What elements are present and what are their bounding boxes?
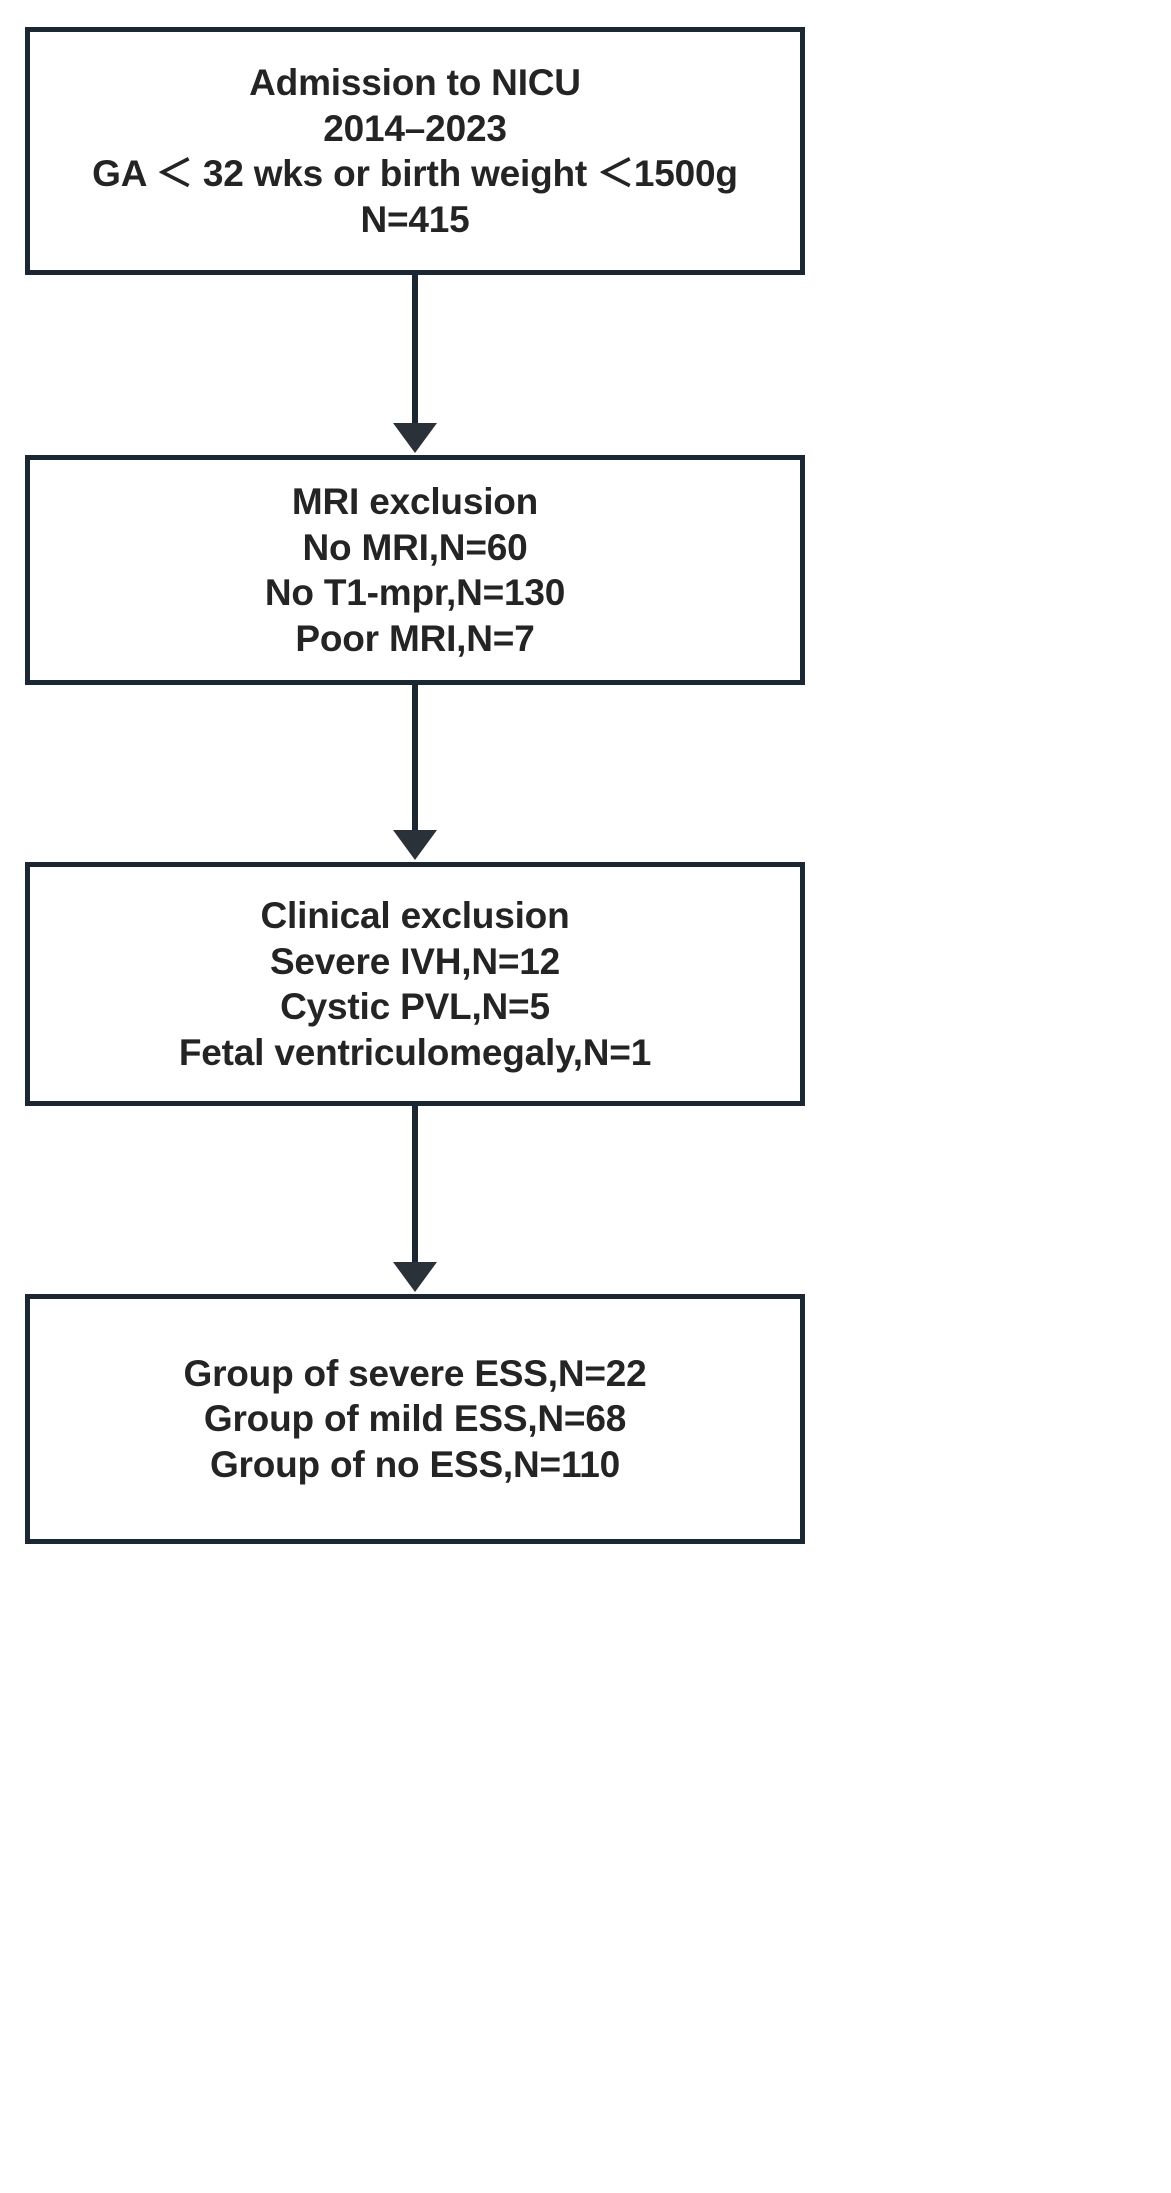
arrow-head-icon <box>393 830 437 860</box>
arrow-admission-to-mri <box>0 275 1171 455</box>
arrow-head-icon <box>393 423 437 453</box>
node-line: No MRI,N=60 <box>302 526 528 568</box>
node-line: Group of severe ESS,N=22 <box>183 1352 647 1394</box>
arrow-head-icon <box>393 1262 437 1292</box>
arrow-mri-to-clinical <box>0 685 1171 862</box>
arrow-stem <box>412 275 418 425</box>
node-line: Poor MRI,N=7 <box>295 617 535 659</box>
node-line: Severe IVH,N=12 <box>269 940 561 982</box>
admission-to-nicu-box: Admission to NICU 2014–2023 GA ＜ 32 wks … <box>25 27 805 275</box>
clinical-exclusion-box: Clinical exclusion Severe IVH,N=12 Cysti… <box>25 862 805 1106</box>
arrow-stem <box>412 685 418 832</box>
node-line: Fetal ventriculomegaly,N=1 <box>178 1031 652 1073</box>
node-line: GA ＜ 32 wks or birth weight ＜1500g <box>92 153 738 194</box>
node-line: Group of mild ESS,N=68 <box>203 1398 627 1440</box>
node-line: N=415 <box>360 198 470 240</box>
node-line: Clinical exclusion <box>260 895 570 936</box>
node-line: Cystic PVL,N=5 <box>280 986 550 1027</box>
arrow-stem <box>412 1106 418 1264</box>
arrow-clinical-to-groups <box>0 1106 1171 1294</box>
mri-exclusion-box: MRI exclusion No MRI,N=60 No T1-mpr,N=13… <box>25 455 805 685</box>
ess-groups-box: Group of severe ESS,N=22 Group of mild E… <box>25 1294 805 1544</box>
node-line: Group of no ESS,N=110 <box>209 1443 621 1485</box>
node-line: Admission to NICU <box>249 62 581 103</box>
node-line: MRI exclusion <box>291 481 539 522</box>
node-line: 2014–2023 <box>323 107 507 149</box>
node-line: No T1-mpr,N=130 <box>264 572 566 613</box>
